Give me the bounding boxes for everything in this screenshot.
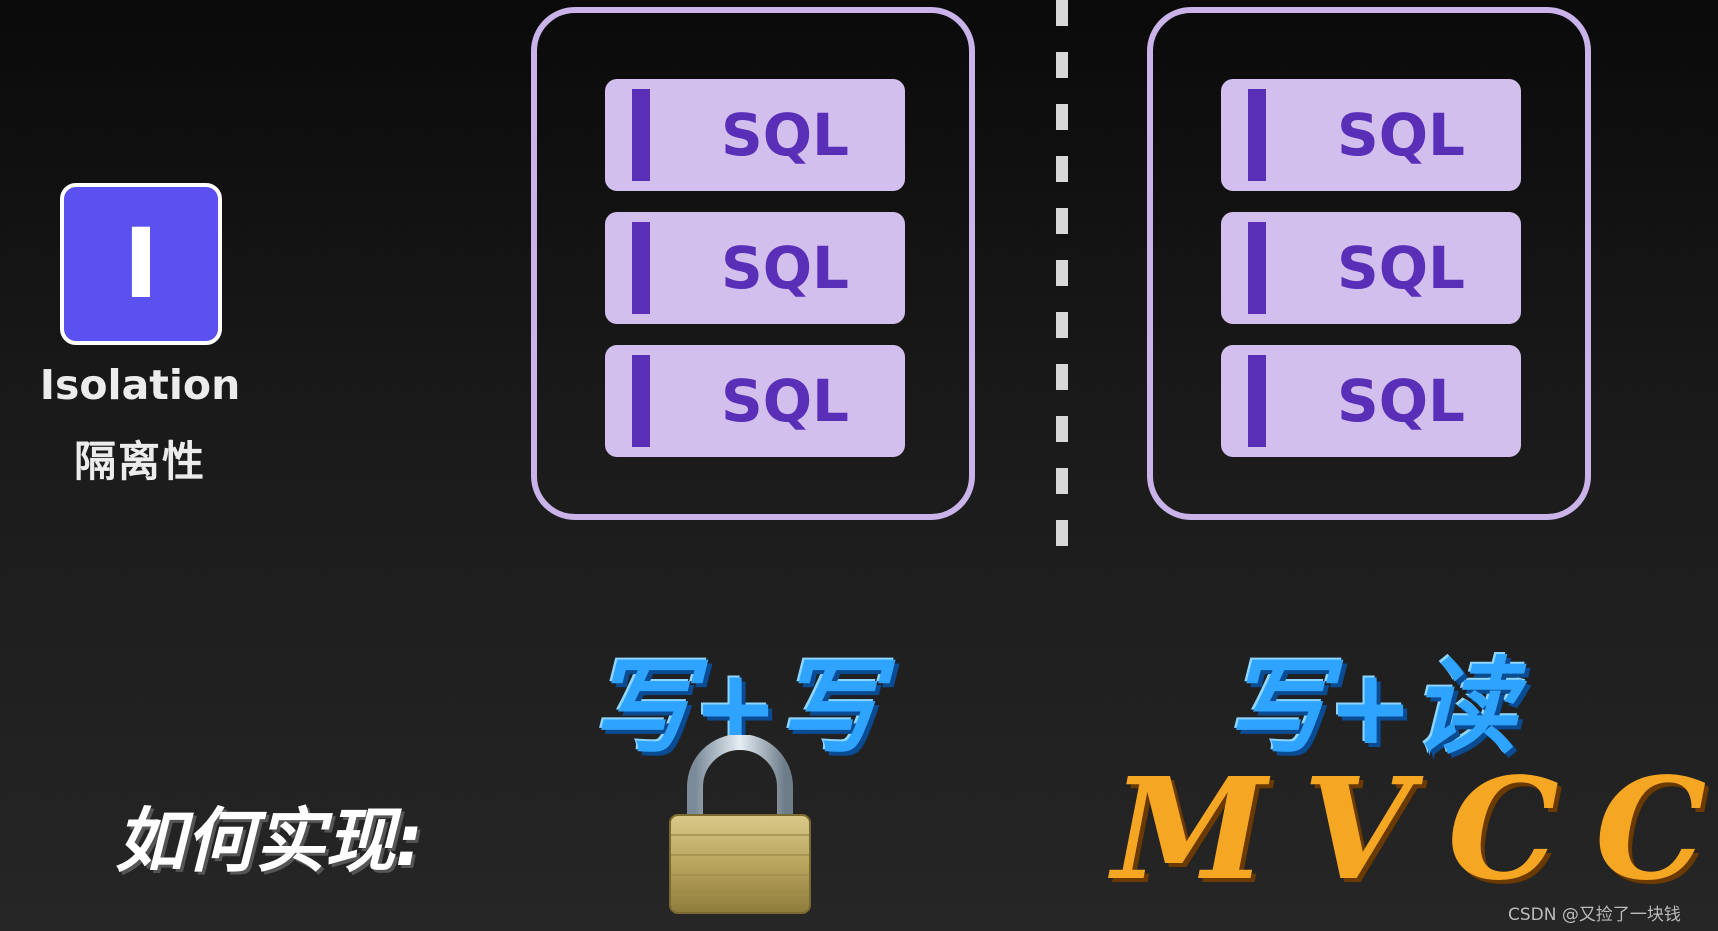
isolation-label-zh: 隔离性 — [73, 437, 206, 486]
sql-block-bar — [632, 355, 650, 447]
sql-block-bar — [1248, 222, 1266, 314]
sql-block-bar — [1248, 355, 1266, 447]
sql-block: SQL — [605, 212, 905, 324]
mvcc-label: MVCC — [1112, 748, 1718, 912]
sql-label: SQL — [1336, 101, 1466, 169]
sql-block-bar — [632, 89, 650, 181]
lock-icon — [669, 735, 811, 914]
sql-block: SQL — [1221, 212, 1521, 324]
sql-label: SQL — [1336, 234, 1466, 302]
sql-block: SQL — [605, 345, 905, 457]
sql-block: SQL — [1221, 345, 1521, 457]
dashed-divider — [1056, 0, 1068, 556]
sql-label: SQL — [720, 234, 850, 302]
badge-letter: I — [123, 208, 159, 320]
watermark: CSDN @又捡了一块钱 — [1508, 905, 1681, 925]
isolation-label-en: Isolation — [39, 361, 241, 409]
sql-block-bar — [1248, 89, 1266, 181]
sql-block: SQL — [605, 79, 905, 191]
sql-label: SQL — [1336, 367, 1466, 435]
operation-write-read: 写+读 — [1225, 646, 1516, 768]
isolation-badge: I — [60, 183, 222, 345]
sql-block-bar — [632, 222, 650, 314]
transaction-box-left: SQL SQL SQL — [531, 7, 975, 520]
sql-label: SQL — [720, 101, 850, 169]
sql-label: SQL — [720, 367, 850, 435]
how-to-implement-label: 如何实现: — [115, 800, 423, 882]
transaction-box-right: SQL SQL SQL — [1147, 7, 1591, 520]
sql-block: SQL — [1221, 79, 1521, 191]
